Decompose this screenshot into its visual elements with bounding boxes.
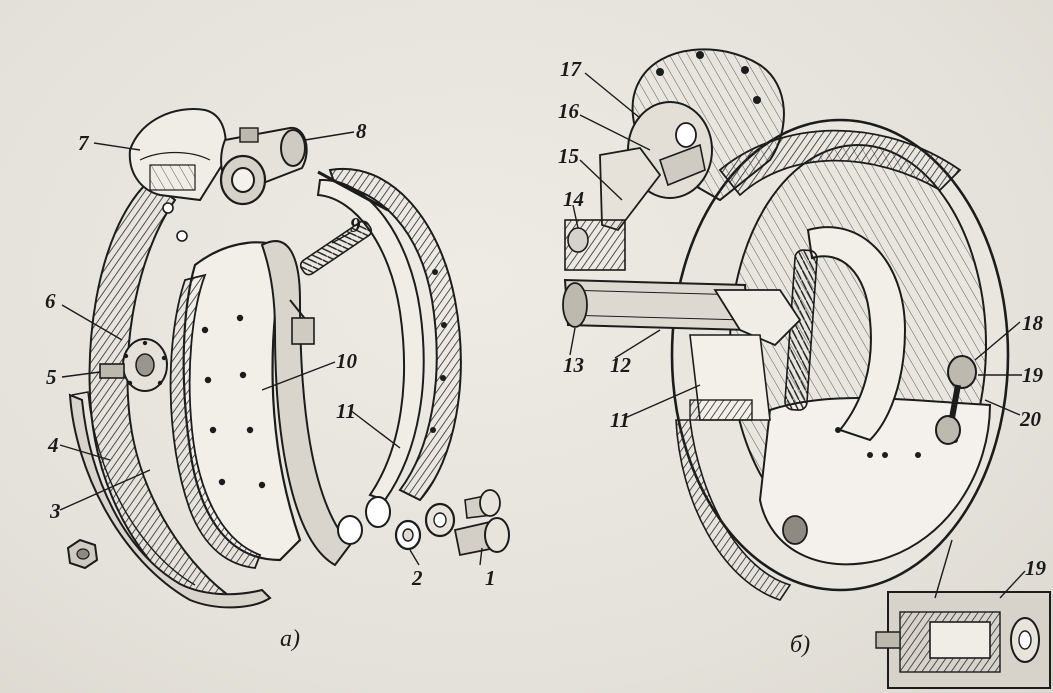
callout-5: 5 [46,365,57,389]
callout-2: 2 [411,566,423,590]
callout-17: 17 [560,57,583,81]
exploded-view [66,108,510,609]
callout-14: 14 [563,187,584,211]
callout-11-right: 11 [610,408,630,432]
callout-1: 1 [485,566,496,590]
callout-8: 8 [356,119,367,143]
camshaft-assembly [562,143,802,421]
callout-7: 7 [78,131,90,155]
callout-11-left: 11 [336,399,356,423]
brake-drum [670,118,1010,601]
assembled-shoe [784,226,977,445]
callout-3: 3 [49,499,61,523]
adjuster-cam [99,338,168,392]
brake-shoe-front [169,240,363,569]
callout-16: 16 [558,99,580,123]
caption-a: а) [280,626,300,652]
callout-20: 20 [1019,407,1042,431]
callout-numbers: 1 2 3 4 5 6 7 8 9 10 11 11 12 13 14 15 1… [45,57,1047,590]
upper-bracket [128,108,227,242]
callout-9: 9 [350,213,361,237]
nut [66,538,99,570]
callout-12: 12 [610,353,632,377]
assembled-view [562,48,1051,689]
inset-connector-line [934,539,953,599]
return-spring [289,220,373,345]
callout-19: 19 [1022,363,1044,387]
brake-shoe-rear [316,167,462,528]
callout-18: 18 [1022,311,1044,335]
callout-10: 10 [336,349,358,373]
leader-lines [59,72,1026,599]
wheel-cylinder [219,126,308,206]
inset-detail [875,591,1051,689]
backing-plate [68,178,272,609]
callout-15: 15 [558,144,579,168]
callout-4: 4 [47,433,59,457]
callout-19-inset: 19 [1025,556,1047,580]
anchor-pins [394,489,510,557]
caption-b: б) [790,632,810,658]
callout-13: 13 [563,353,584,377]
callout-6: 6 [45,289,56,313]
